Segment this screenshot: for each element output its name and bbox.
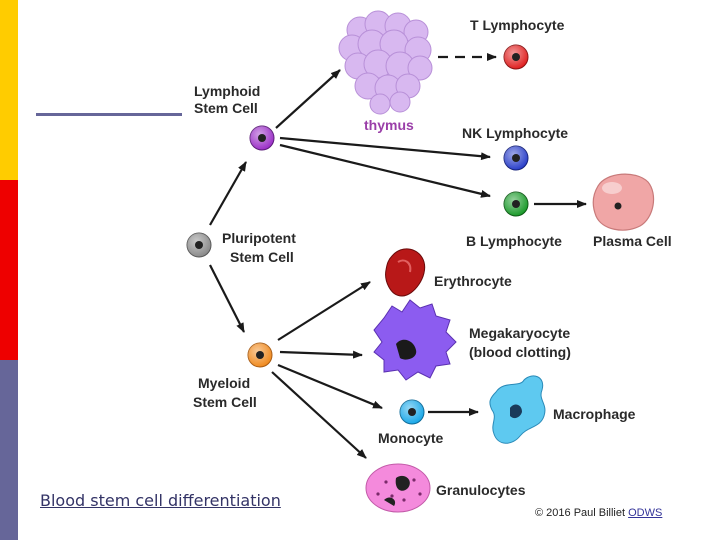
arrow-myeloid-to-erythrocyte — [277, 281, 371, 341]
sidebar-segment-red — [0, 180, 18, 360]
label-lymphoid-line2: Stem Cell — [194, 100, 258, 116]
nk-lymphocyte-cell — [503, 145, 529, 171]
label-nk-lymphocyte: NK Lymphocyte — [462, 125, 568, 141]
pluripotent-stem-cell — [186, 232, 212, 258]
t-lymphocyte-cell — [503, 44, 529, 70]
arrow-myeloid-to-monocyte — [277, 363, 383, 410]
macrophage-cell — [489, 375, 546, 444]
title-underline — [36, 113, 182, 116]
credit-link[interactable]: ODWS — [628, 507, 663, 519]
arrow-myeloid-to-megakaryocyte — [279, 350, 363, 359]
megakaryocyte-cell — [373, 299, 457, 381]
label-myeloid-line1: Myeloid — [198, 375, 250, 391]
credit-text: © 2016 Paul Billiet — [535, 507, 626, 519]
label-megakaryocyte-line2: (blood clotting) — [469, 344, 571, 360]
label-plasma-cell: Plasma Cell — [593, 233, 672, 249]
arrow-myeloid-to-granulocyte — [271, 371, 367, 459]
arrow-pluripotent-to-lymphoid — [209, 161, 247, 226]
arrow-lymphoid-to-nk — [279, 136, 491, 161]
arrow-lymphoid-to-b — [279, 143, 491, 198]
labels: T Lymphocyte Lymphoid Stem Cell thymus N… — [193, 17, 672, 498]
label-monocyte: Monocyte — [378, 430, 444, 446]
myeloid-stem-cell — [247, 342, 273, 368]
sidebar-color-bar — [0, 0, 18, 540]
sidebar-segment-slate — [0, 360, 18, 540]
sidebar-segment-yellow — [0, 0, 18, 180]
label-pluripotent-line2: Stem Cell — [230, 249, 294, 265]
label-granulocytes: Granulocytes — [436, 482, 526, 498]
plasma-cell — [592, 173, 655, 231]
erythrocyte-cell — [385, 248, 426, 297]
arrow-pluripotent-to-myeloid — [209, 264, 245, 333]
slide-caption[interactable]: Blood stem cell differentiation — [40, 491, 281, 510]
label-lymphoid-line1: Lymphoid — [194, 83, 260, 99]
arrows — [209, 53, 587, 459]
label-macrophage: Macrophage — [553, 406, 636, 422]
b-lymphocyte-cell — [503, 191, 529, 217]
label-t-lymphocyte: T Lymphocyte — [470, 17, 565, 33]
thymus-graphic — [338, 10, 433, 115]
monocyte-cell — [399, 399, 425, 425]
label-megakaryocyte-line1: Megakaryocyte — [469, 325, 570, 341]
label-pluripotent-line1: Pluripotent — [222, 230, 296, 246]
label-myeloid-line2: Stem Cell — [193, 394, 257, 410]
lymphoid-stem-cell — [249, 125, 275, 151]
label-erythrocyte: Erythrocyte — [434, 273, 512, 289]
label-thymus: thymus — [364, 117, 414, 133]
arrow-lymphoid-to-thymus — [275, 69, 341, 129]
granulocyte-cell — [365, 463, 431, 513]
copyright-credit: © 2016 Paul Billiet ODWS — [535, 507, 662, 519]
label-b-lymphocyte: B Lymphocyte — [466, 233, 562, 249]
